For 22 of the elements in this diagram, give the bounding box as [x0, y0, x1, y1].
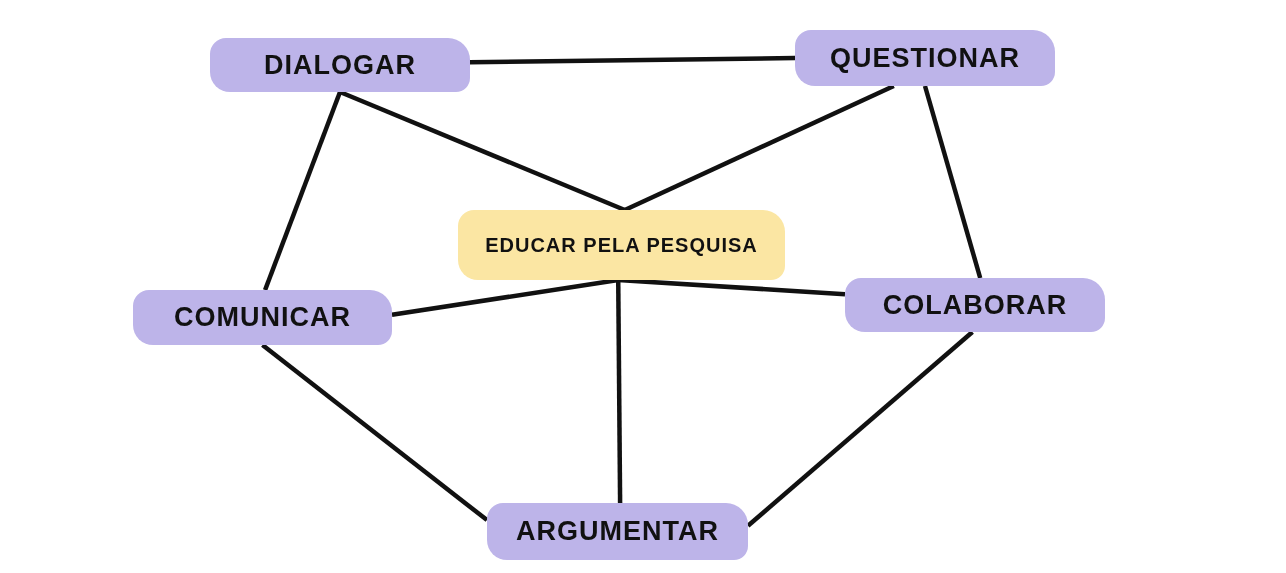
- connector-line: [746, 330, 974, 528]
- concept-label: COLABORAR: [882, 289, 1068, 321]
- concept-label: QUESTIONAR: [830, 42, 1020, 74]
- concept-label: EDUCAR PELA PESQUISA: [485, 233, 758, 257]
- connector-line: [922, 85, 983, 279]
- concept-label: DIALOGAR: [264, 49, 416, 81]
- concept-label: COMUNICAR: [174, 302, 351, 333]
- connector-line: [618, 277, 846, 297]
- connector-line: [339, 89, 626, 213]
- concept-label: ARGUMENTAR: [516, 516, 719, 547]
- connector-line: [261, 343, 489, 522]
- concept-box: [210, 38, 470, 92]
- central-concept-box: [458, 210, 785, 280]
- connector-line: [623, 83, 895, 213]
- connector-line: [263, 91, 343, 291]
- connector-line: [391, 277, 619, 317]
- concept-box: [795, 30, 1055, 86]
- concept-box: [133, 290, 392, 345]
- concept-box: [845, 278, 1105, 332]
- connector-line: [616, 279, 623, 504]
- concept-box: [487, 503, 748, 560]
- connector-line: [469, 55, 796, 65]
